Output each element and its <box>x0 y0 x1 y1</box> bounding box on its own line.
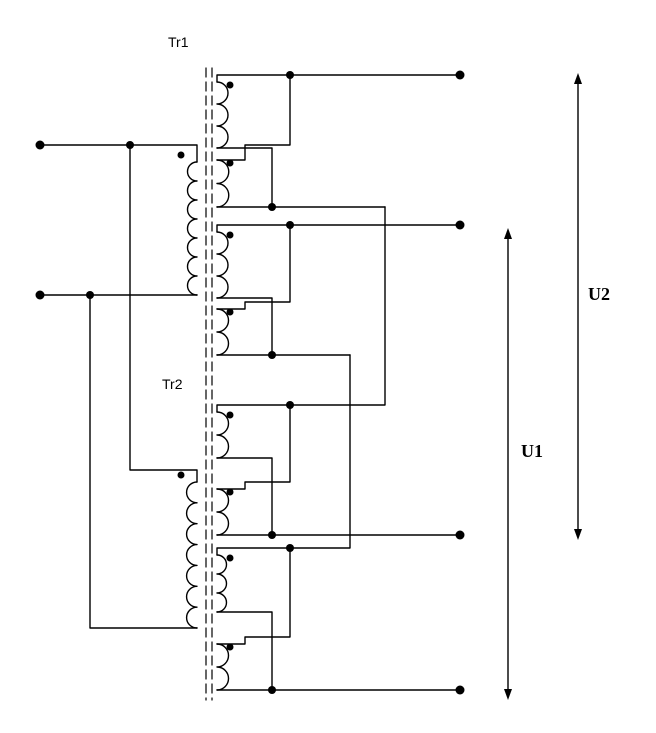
junction-dot <box>126 141 134 149</box>
tr2-secondary-2-coil <box>216 488 230 536</box>
polarity-dot <box>177 151 185 159</box>
sec5-sec6-link-wire <box>216 404 291 490</box>
sec7-bottom-link-wire <box>216 611 273 691</box>
output-line-b-wire <box>216 224 461 233</box>
polarity-dot <box>226 81 234 89</box>
sec3-sec4-link-wire <box>216 224 291 310</box>
terminal-dot <box>35 290 45 300</box>
junction-dot <box>86 291 94 299</box>
terminal-dot <box>35 140 45 150</box>
u1-voltage-arrow-head-down <box>504 689 512 700</box>
output-line-a-wire <box>216 74 461 83</box>
junction-dot <box>268 531 276 539</box>
tr1-secondary-4-coil <box>216 308 230 356</box>
junction-dot <box>286 221 294 229</box>
sec5-bottom-link-wire <box>216 457 273 536</box>
junction-dot <box>268 686 276 694</box>
label-tr1: Tr1 <box>168 34 189 50</box>
primary2-bottom-link-wire <box>89 294 198 629</box>
terminal-dot <box>455 685 465 695</box>
tr1-tr2-link-right-wire <box>216 206 386 413</box>
input-line-1-wire <box>39 144 198 163</box>
tr1-tr2-link-mid-wire <box>216 354 351 556</box>
tr1-secondary-2-coil <box>216 159 230 208</box>
polarity-dot <box>226 488 234 496</box>
tr2-primary-winding-coil <box>185 481 198 629</box>
u2-voltage-arrow-head-up <box>574 73 582 84</box>
sec3-bottom-link-wire <box>216 297 273 356</box>
tr2-secondary-1-coil <box>216 411 230 459</box>
terminal-dot <box>455 70 465 80</box>
tr1-secondary-3-coil <box>216 231 229 299</box>
polarity-dot <box>226 231 234 239</box>
junction-dot <box>268 203 276 211</box>
polarity-dot <box>226 159 234 167</box>
sec1-bottom-link-wire <box>216 147 273 208</box>
polarity-dot <box>226 554 234 562</box>
polarity-dot <box>226 643 234 651</box>
label-tr2: Tr2 <box>162 376 183 392</box>
polarity-dot <box>226 308 234 316</box>
tr1-secondary-1-coil <box>216 81 229 149</box>
polarity-dot <box>177 471 185 479</box>
u1-voltage-arrow-head-up <box>504 228 512 239</box>
tr2-secondary-3-coil <box>216 554 228 613</box>
u2-voltage-arrow-head-down <box>574 529 582 540</box>
terminal-dot <box>455 220 465 230</box>
junction-dot <box>268 351 276 359</box>
tr2-secondary-4-coil <box>216 643 230 691</box>
label-u1: U1 <box>521 441 543 461</box>
sec7-sec8-link-wire <box>216 547 291 645</box>
label-u2: U2 <box>588 284 610 304</box>
polarity-dot <box>226 411 234 419</box>
primary2-top-link-wire <box>129 144 198 483</box>
tr1-primary-winding-coil <box>186 161 198 296</box>
sec1-sec2-link-wire <box>216 74 291 161</box>
junction-dot <box>286 71 294 79</box>
terminal-dot <box>455 530 465 540</box>
junction-dot <box>286 544 294 552</box>
junction-dot <box>286 401 294 409</box>
